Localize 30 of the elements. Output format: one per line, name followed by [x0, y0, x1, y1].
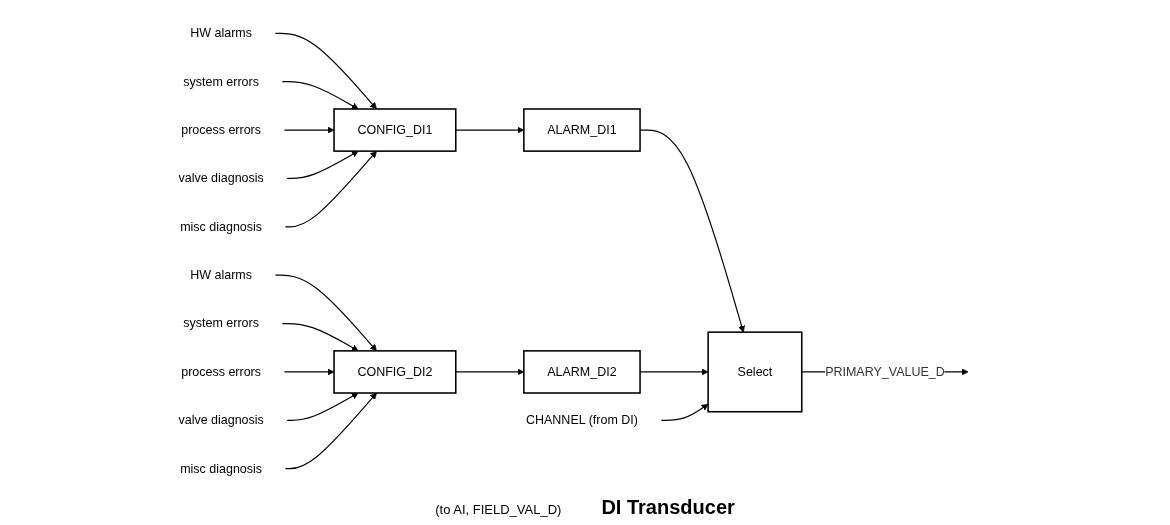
note-text: (to AI, FIELD_VAL_D)	[435, 502, 562, 517]
node-text: misc diagnosis	[180, 461, 263, 475]
node-text: system errors	[183, 74, 259, 88]
node-text: valve diagnosis	[178, 171, 264, 185]
arrow	[284, 392, 377, 470]
arrow	[286, 150, 359, 180]
node-box: Select	[707, 331, 803, 413]
node-box: ALARM_DI2	[523, 350, 641, 394]
node-text: process errors	[181, 123, 262, 137]
arrow	[284, 150, 377, 228]
node-text: valve diagnosis	[178, 413, 264, 427]
arrow	[286, 392, 359, 421]
node-box: CONFIG_DI2	[333, 350, 457, 394]
node-text: CHANNEL (from DI)	[525, 413, 638, 427]
arrow	[281, 322, 359, 352]
arrow	[283, 126, 335, 134]
arrow	[274, 32, 377, 110]
arrow	[660, 403, 709, 421]
node-text: HW alarms	[190, 26, 252, 40]
arrow	[274, 274, 377, 352]
node-box: ALARM_DI1	[523, 108, 641, 152]
arrow	[283, 368, 335, 376]
node-text: system errors	[183, 316, 259, 330]
node-text: HW alarms	[190, 268, 252, 282]
diagram-title: DI Transducer	[601, 496, 735, 519]
node-text: process errors	[181, 364, 262, 379]
node-box: CONFIG_DI1	[333, 108, 457, 152]
edge-label: PRIMARY_VALUE_D	[825, 364, 945, 379]
node-text: misc diagnosis	[180, 219, 263, 234]
arrow	[281, 81, 359, 110]
